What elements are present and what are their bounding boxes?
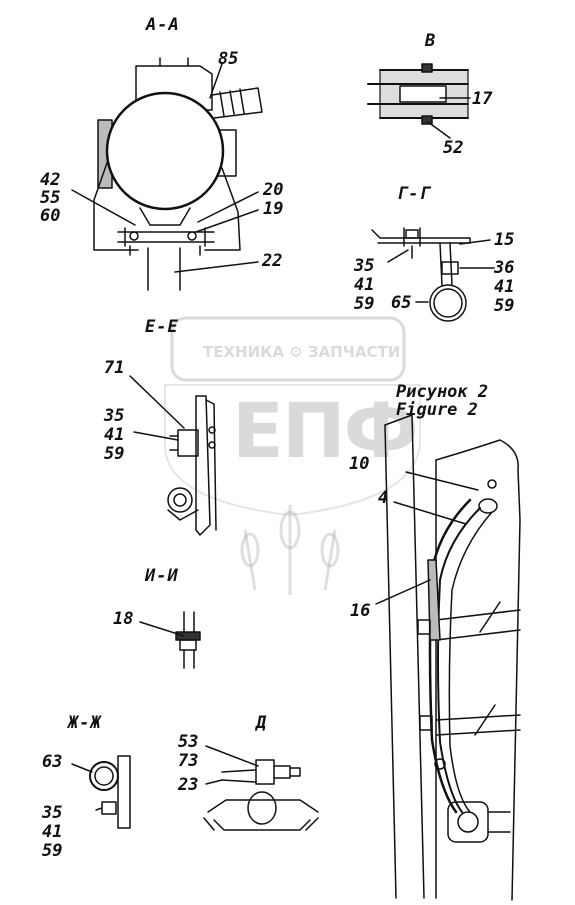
callout-41-zhzh: 41 [42, 822, 63, 842]
callout-59-zhzh: 59 [42, 841, 63, 861]
view-ee-drawing [129, 375, 217, 536]
view-ee-title: Е-Е [145, 317, 179, 337]
callout-4: 4 [378, 488, 389, 508]
callout-41-ee: 41 [104, 425, 125, 445]
callout-36: 36 [494, 258, 515, 278]
callout-17: 17 [472, 89, 493, 109]
callout-22: 22 [262, 251, 283, 271]
view-ii-title: И-И [145, 566, 179, 586]
view-v-drawing [367, 63, 471, 139]
callout-65: 65 [391, 293, 412, 313]
callout-10: 10 [349, 454, 370, 474]
watermark-brand-line: ТЕХНИКА ⚙ ЗАПЧАСТИ [203, 343, 401, 361]
callout-59-gg: 59 [354, 294, 375, 314]
callout-41-gg: 41 [354, 275, 375, 295]
view-ii-drawing [139, 611, 201, 669]
callout-16: 16 [350, 601, 371, 621]
callout-63: 63 [42, 752, 63, 772]
view-gg-drawing [371, 227, 495, 322]
callout-18: 18 [113, 609, 134, 629]
callout-42: 42 [40, 170, 61, 190]
view-aa-drawing [71, 57, 263, 291]
callout-55: 55 [40, 188, 61, 208]
figure-caption-en: Figure 2 [396, 400, 478, 420]
callout-35-gg: 35 [354, 256, 375, 276]
callout-19: 19 [263, 199, 284, 219]
figure-caption-ru: Рисунок 2 [396, 382, 489, 402]
callout-59-gg-right: 59 [494, 296, 515, 316]
callout-15: 15 [494, 230, 515, 250]
main-view-drawing [375, 414, 521, 901]
callout-60: 60 [40, 206, 61, 226]
view-gg-title: Г-Г [397, 184, 431, 204]
callout-59-ee: 59 [104, 444, 125, 464]
callout-71: 71 [104, 358, 125, 378]
callout-41-gg-right: 41 [494, 277, 515, 297]
view-d-title: Д [256, 713, 268, 733]
callout-85: 85 [218, 49, 239, 69]
callout-35-zhzh: 35 [42, 803, 63, 823]
view-aa-title: А-А [146, 15, 180, 35]
callout-73: 73 [178, 751, 199, 771]
watermark-logo-text: ЕПФ [232, 386, 419, 475]
view-zhzh-title: Ж-Ж [68, 713, 102, 733]
view-d-drawing [203, 745, 319, 831]
view-v-title: В [425, 31, 437, 51]
callout-52: 52 [443, 138, 464, 158]
view-zhzh-drawing [71, 755, 131, 829]
callout-20: 20 [263, 180, 284, 200]
callout-23: 23 [178, 775, 199, 795]
callout-35-ee: 35 [104, 406, 125, 426]
callout-53: 53 [178, 732, 199, 752]
